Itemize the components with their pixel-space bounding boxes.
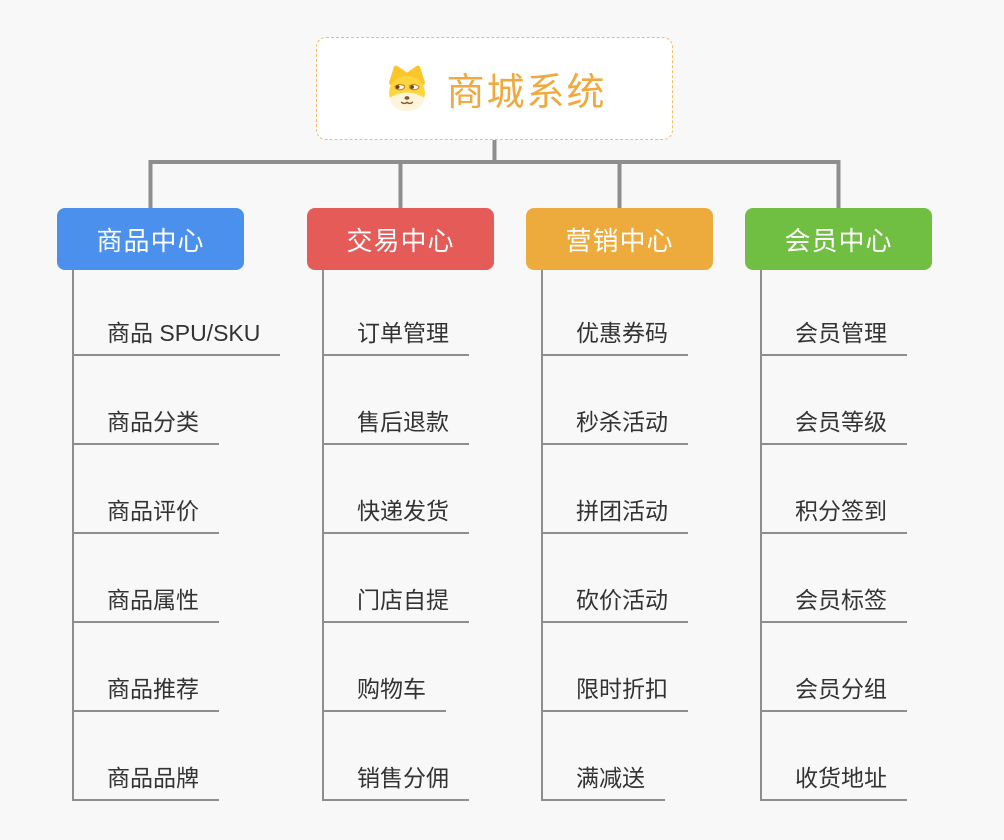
leaf-label: 商品品牌 — [74, 759, 219, 801]
root-title: 商城系统 — [446, 72, 607, 114]
leaf-item[interactable]: 商品推荐 — [74, 623, 219, 712]
leaf-item[interactable]: 商品评价 — [74, 445, 219, 534]
leaf-item[interactable]: 商品属性 — [74, 534, 219, 623]
leaf-item[interactable]: 限时折扣 — [543, 623, 688, 712]
leaf-item[interactable]: 秒杀活动 — [543, 356, 688, 445]
branch-column: 会员中心 会员管理会员等级积分签到会员标签会员分组收货地址 — [745, 208, 985, 801]
leaf-label: 商品 SPU/SKU — [74, 314, 281, 356]
leaf-item[interactable]: 会员分组 — [762, 623, 907, 712]
leaf-item[interactable]: 商品品牌 — [74, 712, 219, 801]
leaf-item[interactable]: 商品分类 — [74, 356, 219, 445]
leaf-label: 订单管理 — [324, 314, 469, 356]
leaf-item[interactable]: 门店自提 — [324, 534, 469, 623]
leaf-item[interactable]: 销售分佣 — [324, 712, 469, 801]
branch-column: 交易中心 订单管理售后退款快递发货门店自提购物车销售分佣 — [307, 208, 547, 801]
leaf-item[interactable]: 优惠券码 — [543, 270, 688, 356]
leaf-label: 销售分佣 — [324, 759, 469, 801]
leaf-item[interactable]: 收货地址 — [762, 712, 907, 801]
branch-column: 营销中心 优惠券码秒杀活动拼团活动砍价活动限时折扣满减送 — [526, 208, 766, 801]
branch-column: 商品中心 商品 SPU/SKU 商品分类商品评价商品属性商品推荐商品品牌 — [57, 208, 297, 801]
leaf-item[interactable]: 会员管理 — [762, 270, 907, 356]
branch-children: 订单管理售后退款快递发货门店自提购物车销售分佣 — [322, 270, 547, 801]
leaf-item[interactable]: 售后退款 — [324, 356, 469, 445]
branch-children: 优惠券码秒杀活动拼团活动砍价活动限时折扣满减送 — [541, 270, 766, 801]
leaf-item[interactable]: 订单管理 — [324, 270, 469, 356]
leaf-label: 售后退款 — [324, 403, 469, 445]
leaf-item[interactable]: 满减送 — [543, 712, 665, 801]
leaf-label: 优惠券码 — [543, 314, 688, 356]
leaf-label: 会员管理 — [762, 314, 907, 356]
leaf-item[interactable]: 砍价活动 — [543, 534, 688, 623]
leaf-label: 商品评价 — [74, 492, 219, 534]
branch-node[interactable]: 商品中心 — [57, 208, 244, 270]
doge-icon — [382, 65, 432, 113]
leaf-label: 满减送 — [543, 759, 665, 801]
leaf-item[interactable]: 积分签到 — [762, 445, 907, 534]
branch-label: 会员中心 — [784, 225, 893, 256]
leaf-label: 会员等级 — [762, 403, 907, 445]
leaf-item[interactable]: 购物车 — [324, 623, 446, 712]
branch-label: 营销中心 — [565, 225, 674, 256]
root-node[interactable]: 商城系统 — [316, 37, 673, 140]
leaf-label: 快递发货 — [324, 492, 469, 534]
leaf-label: 限时折扣 — [543, 670, 688, 712]
branch-node[interactable]: 会员中心 — [745, 208, 932, 270]
leaf-label: 收货地址 — [762, 759, 907, 801]
leaf-label: 拼团活动 — [543, 492, 688, 534]
leaf-label: 会员分组 — [762, 670, 907, 712]
leaf-label: 商品属性 — [74, 581, 219, 623]
leaf-label: 会员标签 — [762, 581, 907, 623]
leaf-label: 秒杀活动 — [543, 403, 688, 445]
leaf-label: 购物车 — [324, 670, 446, 712]
leaf-label: 积分签到 — [762, 492, 907, 534]
leaf-label: 商品推荐 — [74, 670, 219, 712]
leaf-label: 砍价活动 — [543, 581, 688, 623]
leaf-label: 门店自提 — [324, 581, 469, 623]
leaf-item[interactable]: 快递发货 — [324, 445, 469, 534]
branch-children: 商品 SPU/SKU 商品分类商品评价商品属性商品推荐商品品牌 — [72, 270, 297, 801]
leaf-item[interactable]: 商品 SPU/SKU — [74, 270, 281, 356]
leaf-item[interactable]: 会员标签 — [762, 534, 907, 623]
branch-children: 会员管理会员等级积分签到会员标签会员分组收货地址 — [760, 270, 985, 801]
leaf-item[interactable]: 会员等级 — [762, 356, 907, 445]
branch-label: 商品中心 — [96, 225, 205, 256]
leaf-item[interactable]: 拼团活动 — [543, 445, 688, 534]
branch-node[interactable]: 营销中心 — [526, 208, 713, 270]
branch-node[interactable]: 交易中心 — [307, 208, 494, 270]
leaf-label: 商品分类 — [74, 403, 219, 445]
branch-label: 交易中心 — [346, 225, 455, 256]
